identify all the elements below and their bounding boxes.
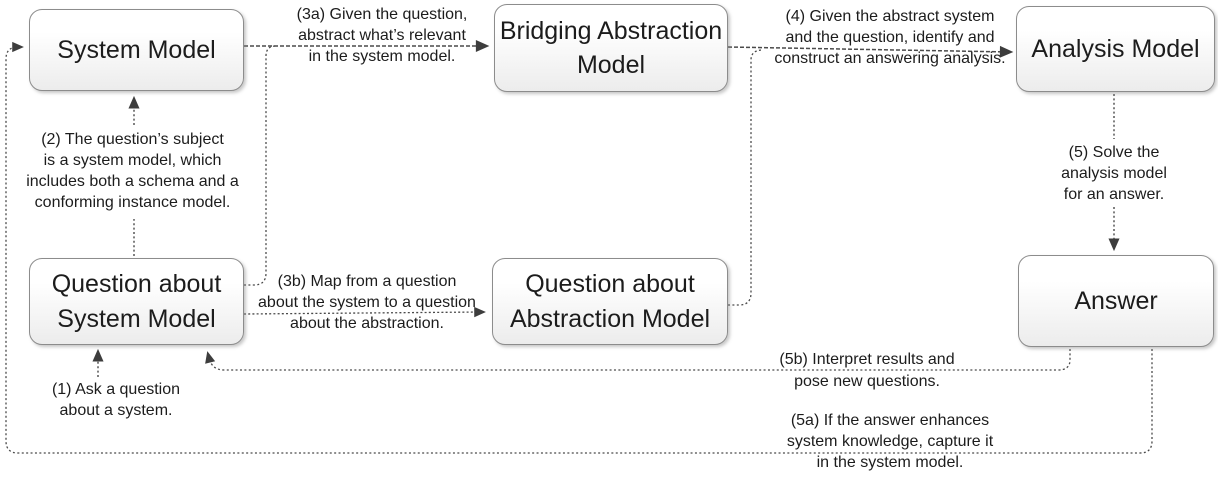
connector-step-4 [727,45,1014,58]
connector-step-3a-riser [244,45,277,286]
annotation-step-4: (4) Given the abstract system and the qu… [774,8,1006,67]
connector-step-4-riser [728,49,764,306]
annotation-step-3b: (3b) Map from a question about the syste… [258,273,476,332]
node-answer-label: Answer [1074,286,1158,315]
connector-step-5b [205,349,1071,371]
connector-step-3b [243,306,486,318]
node-question-about-abstraction-model: Question about Abstraction Model [492,258,728,345]
annotation-step-3a: (3a) Given the question, abstract what’s… [296,6,468,65]
annotation-step-5b: (5b) Interpret results and pose new ques… [779,351,955,390]
annotation-step-5a: (5a) If the answer enhances system knowl… [786,412,994,471]
node-analysis-model-label: Analysis Model [1031,34,1200,63]
node-question-about-system-model: Question about System Model [29,258,244,345]
node-analysis-model: Analysis Model [1016,6,1215,92]
annotation-step-5: (5) Solve the analysis model for an answ… [1061,144,1167,203]
node-bridging-abstraction-model: Bridging Abstraction Model [494,4,728,92]
node-system-model: System Model [29,9,244,91]
annotation-step-1: (1) Ask a question about a system. [51,381,181,419]
annotation-step-2: (2) The question’s subject is a system m… [26,131,239,211]
node-system-model-label: System Model [57,35,216,64]
node-bridging-abstraction-model-label: Bridging Abstraction Model [499,16,723,80]
node-question-about-system-model-label: Question about System Model [51,270,222,333]
node-question-about-abstraction-model-label: Question about Abstraction Model [509,270,711,333]
node-answer: Answer [1018,255,1214,347]
